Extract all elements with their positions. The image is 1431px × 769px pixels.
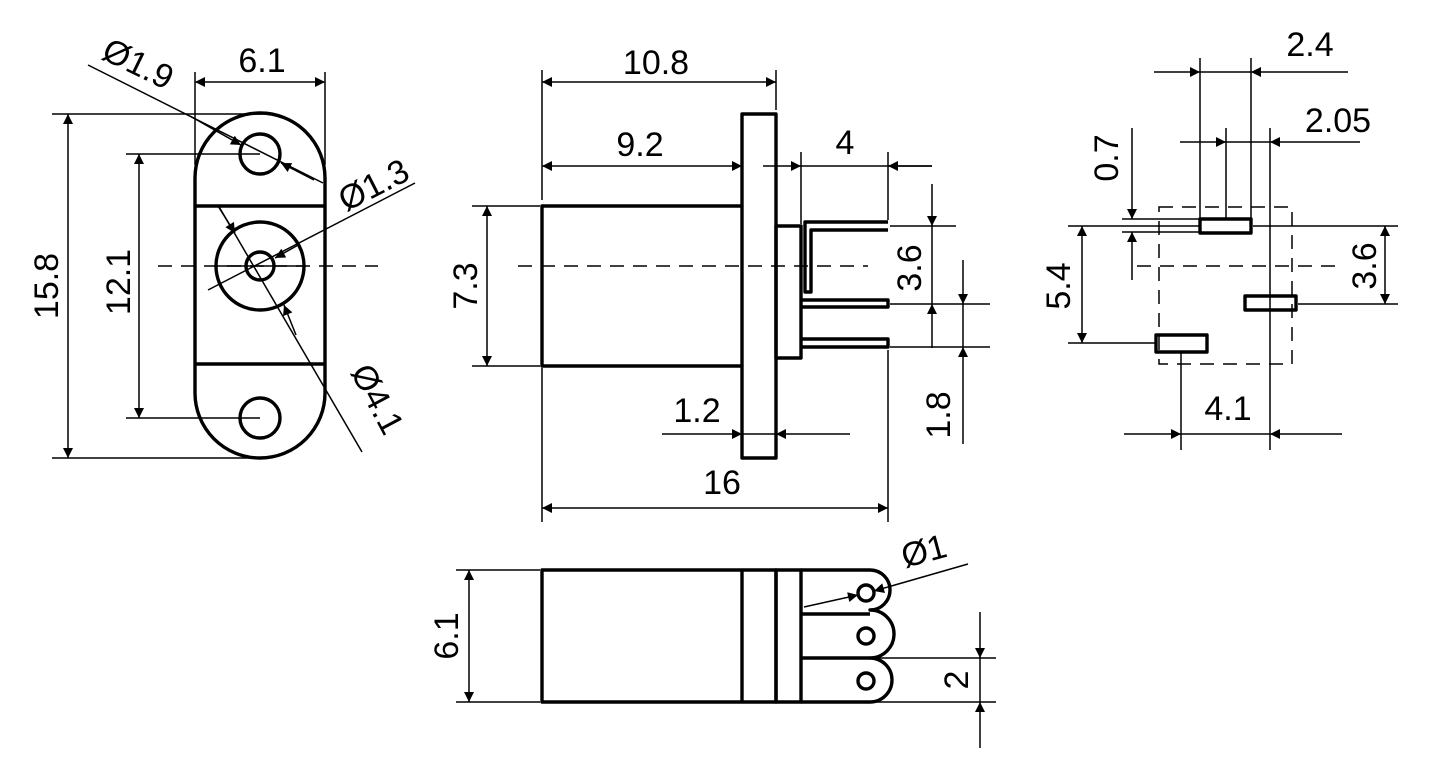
side-pin-bottom [801, 337, 890, 349]
fp-3-6-label: 3.6 [1346, 242, 1384, 289]
front-pin-dia-label: Ø1.3 [332, 152, 415, 219]
front-hole-dia-label: Ø1.9 [96, 31, 179, 97]
side-pitch-label: 1.8 [920, 391, 958, 438]
fp-0-7-label: 0.7 [1088, 134, 1126, 181]
front-hole-arrow-a [189, 115, 242, 146]
side-pin-len-label: 4 [836, 124, 855, 162]
front-body-dia-label: Ø4.1 [343, 358, 411, 441]
side-offset-label: 3.6 [891, 244, 929, 291]
front-pin-arrow [274, 243, 301, 259]
side-height-label: 7.3 [447, 262, 485, 309]
fp-4-1-label: 4.1 [1204, 390, 1251, 428]
bottom-pitch-label: 2 [938, 671, 976, 690]
front-body-arrow-b [283, 304, 297, 336]
bottom-view: Ø1 6.1 2 [428, 527, 996, 748]
footprint-pad-left [1154, 333, 1209, 354]
bottom-pin-3 [856, 671, 876, 691]
front-view: 6.1 Ø1.9 Ø1.3 Ø4.1 15.8 12.1 [28, 31, 416, 460]
front-body-arrow-a [217, 205, 236, 234]
front-body-outline [193, 111, 327, 460]
fp-2-05-label: 2.05 [1305, 102, 1371, 140]
side-view: 10.8 9.2 4 7.3 3.6 1.8 1.2 [447, 44, 990, 522]
footprint-view: 2.4 2.05 0.7 5.4 3.6 4.1 [1040, 26, 1398, 450]
bottom-pin-arrow-b [873, 563, 969, 594]
front-hole-arrow-b [280, 162, 315, 181]
side-body-len-label: 9.2 [616, 126, 663, 164]
bottom-pin-arrow-a [803, 592, 859, 608]
bottom-pin-2 [856, 626, 876, 646]
side-flange-thick-label: 1.2 [673, 392, 720, 430]
side-total-label: 16 [703, 464, 741, 502]
bottom-pin-dia-label: Ø1 [897, 527, 951, 575]
front-height-label: 15.8 [28, 253, 66, 319]
front-pin-leader [207, 182, 416, 291]
bottom-pin-base [774, 568, 803, 704]
side-pin-middle [801, 298, 890, 309]
front-body-leader [217, 204, 363, 453]
side-pin-base [774, 224, 803, 360]
fp-2-4-label: 2.4 [1286, 26, 1333, 64]
side-pin-top [803, 220, 888, 294]
front-width-label: 6.1 [238, 42, 285, 80]
bottom-width-label: 6.1 [428, 612, 466, 659]
side-body-outline [540, 112, 778, 460]
bottom-pins-outline [801, 568, 896, 704]
side-flange-pos-label: 10.8 [623, 44, 689, 82]
footprint-pad-top [1198, 217, 1253, 235]
footprint-outline [1158, 206, 1293, 365]
front-pitch-label: 12.1 [100, 249, 138, 315]
fp-5-4-label: 5.4 [1040, 262, 1078, 309]
bottom-pin-1 [856, 583, 876, 603]
